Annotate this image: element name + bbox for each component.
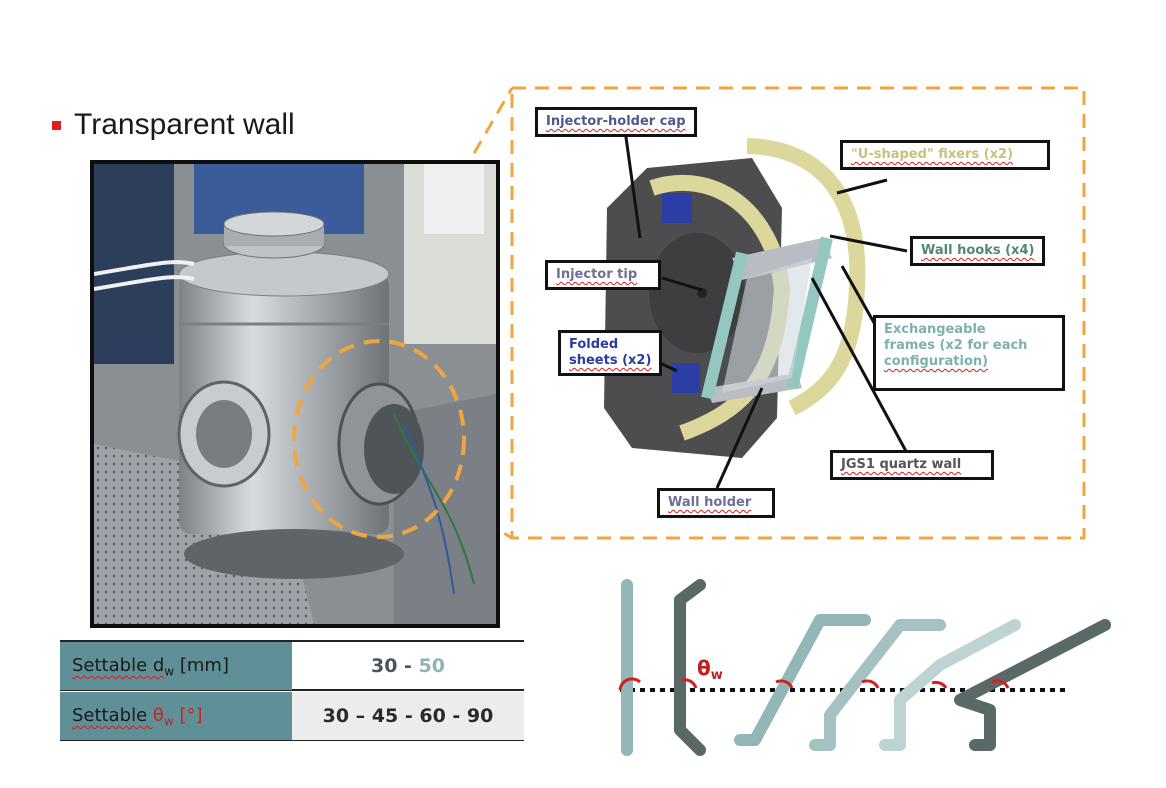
frame-30 [954, 619, 1111, 751]
table-cell-dw-value: 30 - 50 [292, 642, 524, 690]
title-bullet [52, 121, 61, 130]
theta-subscript: w [163, 714, 174, 729]
frame-60 [734, 614, 871, 746]
label-folded-sheets-line1: Folded [569, 337, 619, 352]
angle-arc-2 [681, 678, 698, 689]
dw-sep: - [397, 655, 419, 677]
angle-arc-1 [618, 677, 642, 691]
label-folded-sheets-line2: sheets (x2) [569, 353, 652, 368]
label-wall-holder-text: Wall holder [668, 495, 752, 510]
table-rules [60, 640, 524, 741]
table-cell-dw-label: Settable dw [mm] [60, 642, 292, 690]
label-u-shaped-fixers: "U-shaped" fixers (x2) [840, 140, 1050, 170]
table-row-theta: Settable θw [°] 30 – 45 - 60 - 90 [60, 692, 524, 740]
theta-w-sub: w [711, 668, 723, 683]
label-folded-sheets: Folded sheets (x2) [558, 330, 662, 376]
theta-unit: [°] [173, 705, 203, 726]
quartz-wall [722, 258, 812, 393]
label-wall-holder: Wall holder [657, 488, 775, 518]
wall-hook-left [701, 251, 748, 400]
label-wall-hooks: Wall hooks (x4) [910, 236, 1046, 266]
dw-unit: [mm] [174, 655, 229, 676]
frame-90-bent [674, 579, 706, 756]
angle-arc-6 [991, 679, 1010, 689]
folded-sheet-top [662, 193, 692, 223]
label-jgs1-quartz-wall-text: JGS1 quartz wall [841, 457, 962, 472]
label-injector-tip: Injector tip [545, 260, 661, 290]
frame-configurations: θw [618, 579, 1111, 756]
callout-box [510, 86, 1086, 540]
label-injector-holder-cap: Injector-holder cap [535, 107, 697, 137]
page-title: Transparent wall [74, 108, 295, 141]
frame-60-alt [809, 619, 946, 751]
label-u-shaped-fixers-text: "U-shaped" fixers (x2) [851, 147, 1014, 162]
cad-rendering [604, 129, 909, 489]
label-exchangeable-line2: frames (x2 for each [884, 338, 1028, 353]
chamber-photo [90, 160, 500, 628]
settings-table: Settable dw [mm] 30 - 50 Settable θw [°]… [60, 640, 524, 742]
label-injector-tip-text: Injector tip [556, 267, 638, 282]
theta-w-symbol: θ [697, 656, 711, 680]
folded-sheet-bottom [672, 363, 700, 393]
dw-subscript: w [164, 664, 175, 679]
angle-arc-4 [861, 679, 880, 689]
theta-symbol: θ [152, 705, 164, 726]
chamber-illustration [94, 164, 496, 624]
angle-arc-3 [775, 679, 794, 689]
table-row-dw: Settable dw [mm] 30 - 50 [60, 642, 524, 690]
theta-w-label: θw [697, 656, 723, 683]
label-injector-holder-cap-text: Injector-holder cap [546, 114, 686, 129]
settable-word-2: Settable [72, 705, 153, 726]
label-exchangeable-line3: configuration) [884, 354, 989, 369]
exchangeable-frame [732, 238, 832, 280]
u-fixer-back [746, 138, 866, 416]
settable-word-1: Settable d [72, 655, 165, 676]
angle-arc-5 [931, 680, 948, 689]
table-cell-theta-label: Settable θw [°] [60, 692, 292, 740]
frame-45 [879, 619, 1021, 751]
label-exchangeable-line1: Exchangeable [884, 322, 986, 337]
label-jgs1-quartz-wall: JGS1 quartz wall [830, 450, 994, 480]
wall-hook-right [786, 236, 833, 390]
table-cell-theta-value: 30 – 45 - 60 - 90 [292, 692, 524, 740]
dw-min: 30 [370, 655, 398, 677]
label-exchangeable-frames: Exchangeable frames (x2 for each configu… [873, 315, 1065, 391]
label-wall-hooks-text: Wall hooks (x4) [921, 243, 1035, 258]
dw-max: 50 [418, 655, 446, 677]
